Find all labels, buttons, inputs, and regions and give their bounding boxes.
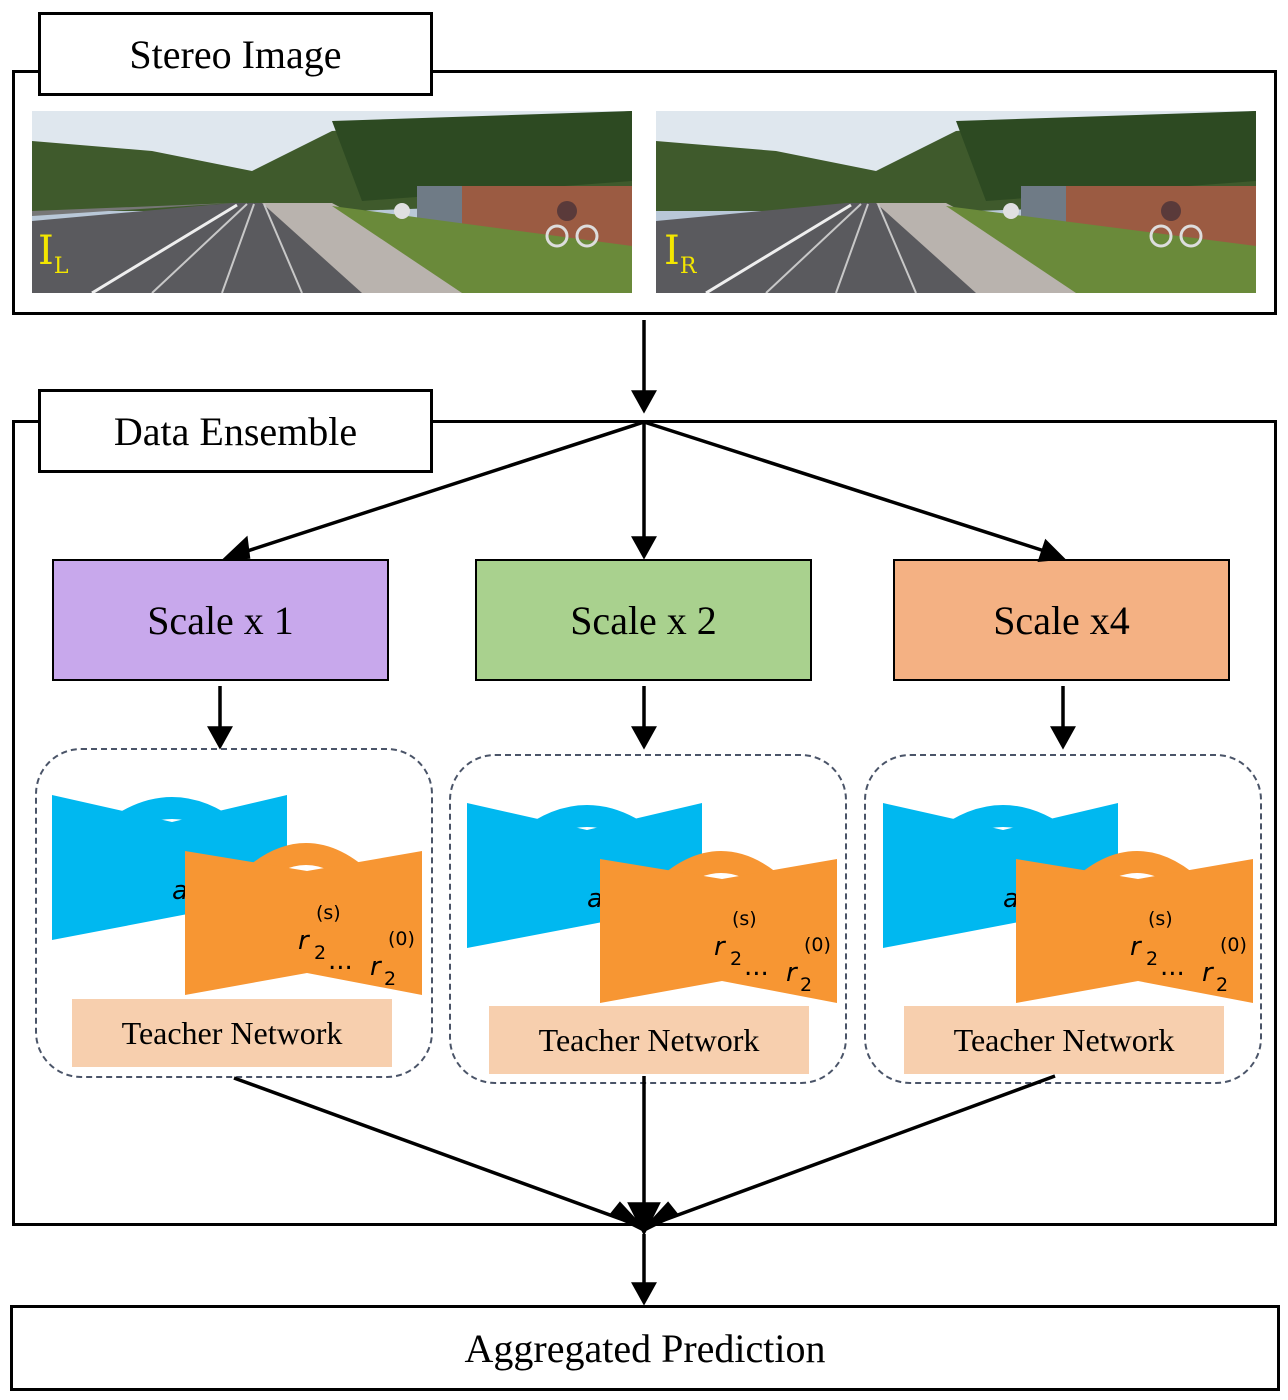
arrow-to-scale-4 [643,420,1061,558]
arrow-group1-to-merge [233,1076,641,1228]
left-image-label: IL [38,228,69,279]
arrow-group3-to-merge [647,1074,1056,1228]
arrow-to-scale-1 [231,420,645,558]
left-stereo-photo [32,111,632,293]
scale-box-1: Scale x 1 [52,559,389,681]
aggregated-prediction-box: Aggregated Prediction [10,1305,1280,1391]
data-ensemble-title: Data Ensemble [38,389,433,473]
right-stereo-photo [656,111,1256,293]
right-image-label: IR [664,228,697,279]
residual-label-3: r (s) 2 ... r (0) 2 [1130,908,1247,996]
scale-box-4: Scale x4 [893,559,1230,681]
merge-arrowhead [627,1202,661,1236]
stereo-image-title: Stereo Image [38,12,433,96]
teacher-network-label-1: Teacher Network [72,999,392,1067]
arrowhead-stereo [631,390,657,414]
teacher-network-label-2: Teacher Network [489,1006,809,1074]
residual-label-2: r (s) 2 ... r (0) 2 [714,908,831,996]
teacher-network-label-3: Teacher Network [904,1006,1224,1074]
scale-box-2: Scale x 2 [475,559,812,681]
teacher-group-3 [864,754,1262,1084]
residual-label-1: r (s) 2 ... r (0) 2 [298,902,415,990]
teacher-group-2 [449,754,847,1084]
teacher-group-1 [35,748,433,1078]
arrowhead-output [631,1282,657,1306]
